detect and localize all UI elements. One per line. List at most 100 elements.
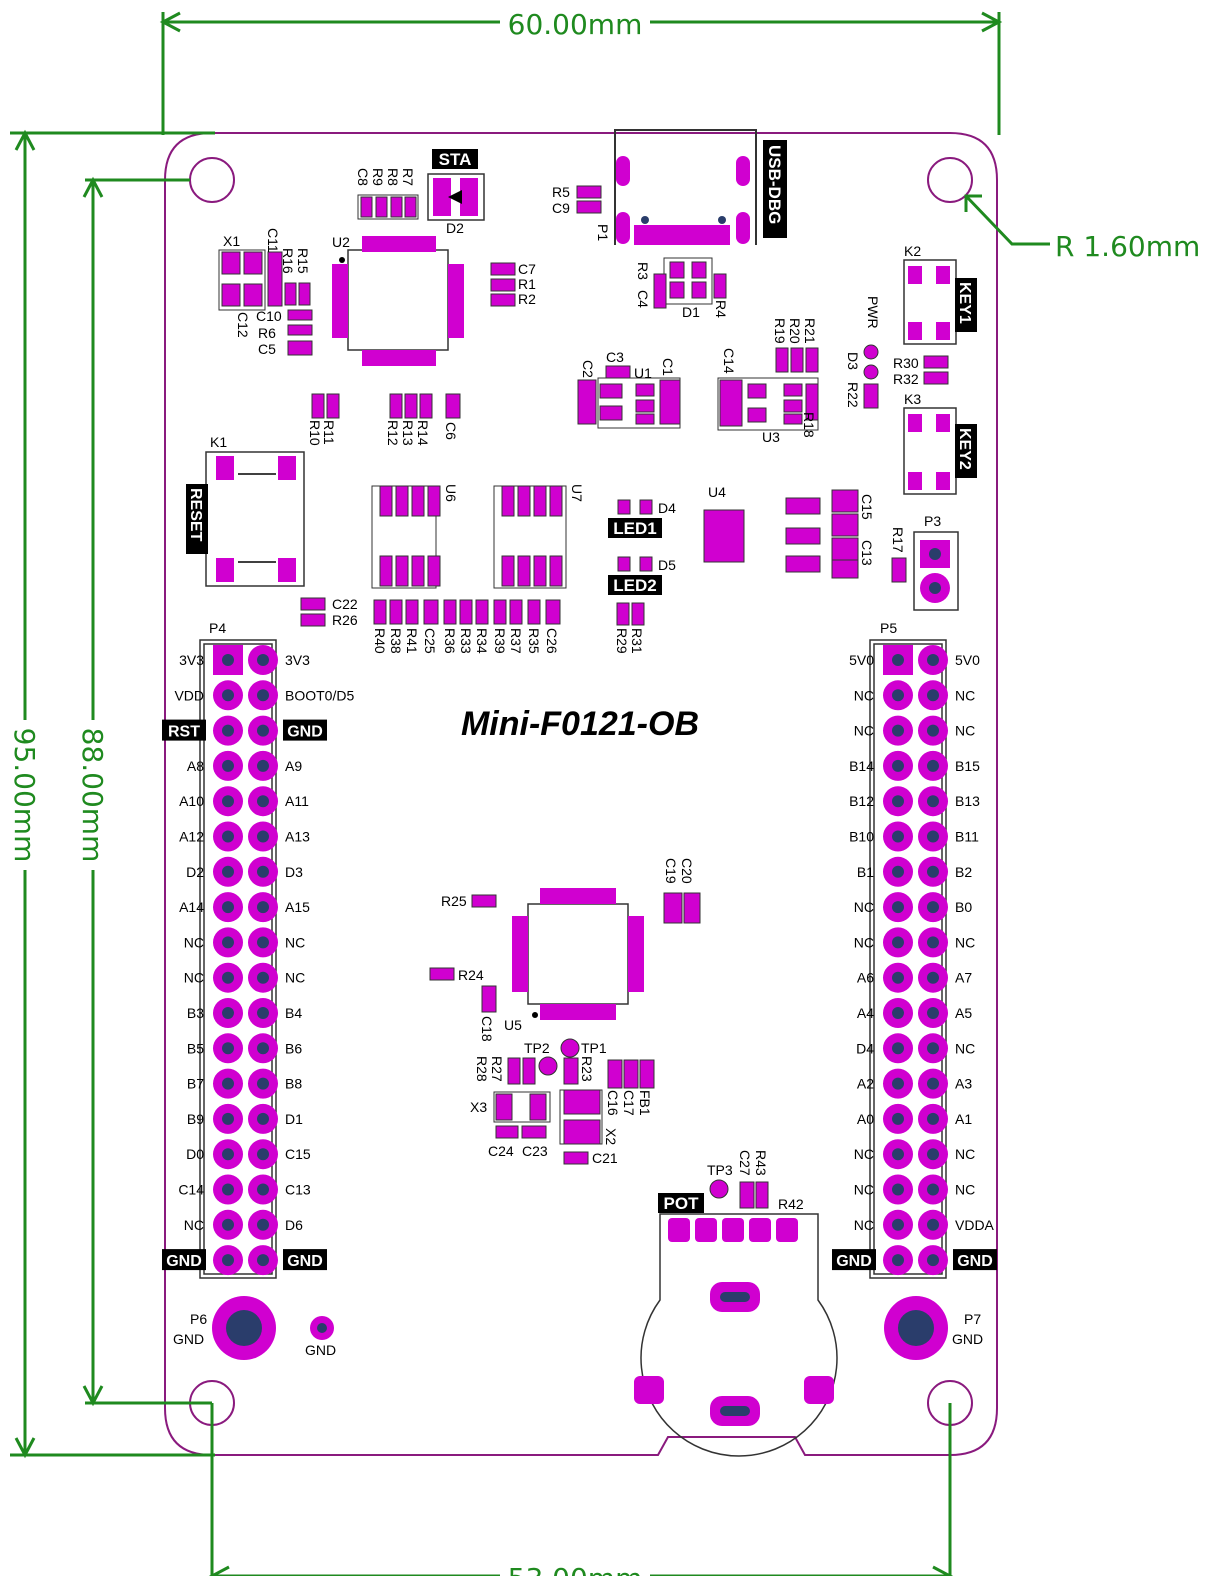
ref-r30: R30 bbox=[893, 355, 919, 371]
pin-label-right: A9 bbox=[285, 758, 302, 774]
ref-r5: R5 bbox=[552, 184, 570, 200]
pin-label-right: BOOT0/D5 bbox=[285, 687, 354, 703]
ref-u1: U1 bbox=[634, 365, 652, 381]
ref-row-label: R39 bbox=[492, 628, 508, 654]
pin-label-right: NC bbox=[955, 723, 975, 739]
ref-r15: R15 bbox=[295, 248, 311, 274]
pin-label-right: B8 bbox=[285, 1076, 302, 1092]
ref-c17: C17 bbox=[621, 1090, 637, 1116]
ref-row-label: R36 bbox=[442, 628, 458, 654]
ref-u5: U5 bbox=[504, 1017, 522, 1033]
pin-label-right: NC bbox=[955, 1040, 975, 1056]
ref-gnd-p6: GND bbox=[173, 1331, 204, 1347]
pin-label-left: 5V0 bbox=[849, 652, 874, 668]
pin-label-left: B3 bbox=[187, 1005, 204, 1021]
ref-tp1: TP1 bbox=[581, 1040, 607, 1056]
tag-sta: STA bbox=[439, 150, 472, 169]
pin-label-right: C15 bbox=[285, 1146, 311, 1162]
ref-r29: R29 bbox=[614, 628, 630, 654]
pin-label-left: D4 bbox=[856, 1040, 874, 1056]
pin-label-left: B10 bbox=[849, 829, 874, 845]
pin-label-left: D2 bbox=[186, 864, 204, 880]
ref-gnd-p7: GND bbox=[952, 1331, 983, 1347]
ref-r27: R27 bbox=[489, 1056, 505, 1082]
ref-p3: P3 bbox=[924, 513, 941, 529]
ref-c1: C1 bbox=[660, 358, 676, 376]
pin-label-left: A12 bbox=[179, 829, 204, 845]
pin-label-left: C14 bbox=[178, 1182, 204, 1198]
ref-r24: R24 bbox=[458, 967, 484, 983]
ref-d5: D5 bbox=[658, 557, 676, 573]
ref-x2: X2 bbox=[603, 1128, 619, 1145]
pin-label-left: A0 bbox=[857, 1111, 874, 1127]
ref-u4: U4 bbox=[708, 484, 726, 500]
ref-c20: C20 bbox=[679, 858, 695, 884]
pin-label-left: A4 bbox=[857, 1005, 874, 1021]
pin-label-right: B15 bbox=[955, 758, 980, 774]
potentiometer bbox=[634, 1213, 838, 1457]
ref-row-label: R35 bbox=[526, 628, 542, 654]
ref-c21: C21 bbox=[592, 1150, 618, 1166]
ref-d3: D3 bbox=[845, 352, 861, 370]
ref-r14: R14 bbox=[415, 420, 431, 446]
pin-label-right: B0 bbox=[955, 899, 972, 915]
pin-label-left: A2 bbox=[857, 1076, 874, 1092]
pin-label-right: B6 bbox=[285, 1040, 302, 1056]
pin-label-left: 3V3 bbox=[179, 652, 204, 668]
ref-r21: R21 bbox=[802, 318, 818, 344]
pin-label-left: A14 bbox=[179, 899, 204, 915]
pin-label-left: B7 bbox=[187, 1076, 204, 1092]
ref-r17: R17 bbox=[890, 527, 906, 553]
ref-u7: U7 bbox=[569, 484, 585, 502]
mounting-hole-tr bbox=[927, 157, 973, 203]
pin-label-right: B2 bbox=[955, 864, 972, 880]
pin-label-left: NC bbox=[854, 723, 874, 739]
ref-c23: C23 bbox=[522, 1143, 548, 1159]
dim-corner-radius: R 1.60mm bbox=[1055, 230, 1200, 263]
ref-r22: R22 bbox=[845, 382, 861, 408]
ref-r13: R13 bbox=[400, 420, 416, 446]
pin-label-left: NC bbox=[854, 1146, 874, 1162]
pin-label-left: NC bbox=[854, 1217, 874, 1233]
ref-d2: D2 bbox=[446, 220, 464, 236]
ref-c4: C4 bbox=[635, 290, 651, 308]
tag-usb-dbg: USB-DBG bbox=[765, 145, 784, 224]
ref-tp3: TP3 bbox=[707, 1162, 733, 1178]
gnd-tag: GND bbox=[287, 1253, 323, 1270]
ref-u6: U6 bbox=[443, 484, 459, 502]
pin-label-right: D1 bbox=[285, 1111, 303, 1127]
ref-p1: P1 bbox=[595, 224, 611, 241]
pin-label-left: B14 bbox=[849, 758, 874, 774]
ref-r8: R8 bbox=[385, 168, 401, 186]
reset-switch bbox=[205, 451, 305, 587]
ref-row-label: R33 bbox=[458, 628, 474, 654]
tag-led1: LED1 bbox=[613, 519, 656, 538]
pin-label-right: B13 bbox=[955, 793, 980, 809]
ref-row-label: R38 bbox=[388, 628, 404, 654]
ref-r42: R42 bbox=[778, 1196, 804, 1212]
pin-label-left: D0 bbox=[186, 1146, 204, 1162]
pin-label-left: NC bbox=[854, 1182, 874, 1198]
ref-c14: C14 bbox=[721, 348, 737, 374]
ref-r7: R7 bbox=[400, 168, 416, 186]
pin-label-left: NC bbox=[184, 1217, 204, 1233]
ref-r9: R9 bbox=[370, 168, 386, 186]
ref-c6: C6 bbox=[443, 422, 459, 440]
pin-label-right: NC bbox=[955, 934, 975, 950]
dimension-lines bbox=[10, 11, 1050, 1576]
ref-c18: C18 bbox=[479, 1016, 495, 1042]
pin-label-right: NC bbox=[955, 1146, 975, 1162]
pin-label-right: A11 bbox=[285, 793, 309, 809]
pin-label-right: VDDA bbox=[955, 1217, 995, 1233]
ref-r18: R18 bbox=[801, 412, 817, 438]
ref-p6: P6 bbox=[190, 1311, 207, 1327]
u2-ic bbox=[332, 236, 464, 366]
pin-label-right: NC bbox=[285, 934, 305, 950]
ref-c13: C13 bbox=[859, 540, 875, 566]
pin-label-right: B4 bbox=[285, 1005, 302, 1021]
tag-led2: LED2 bbox=[613, 576, 656, 595]
tag-pot: POT bbox=[664, 1194, 700, 1213]
usb-connector bbox=[614, 129, 757, 245]
ref-r31: R31 bbox=[629, 628, 645, 654]
